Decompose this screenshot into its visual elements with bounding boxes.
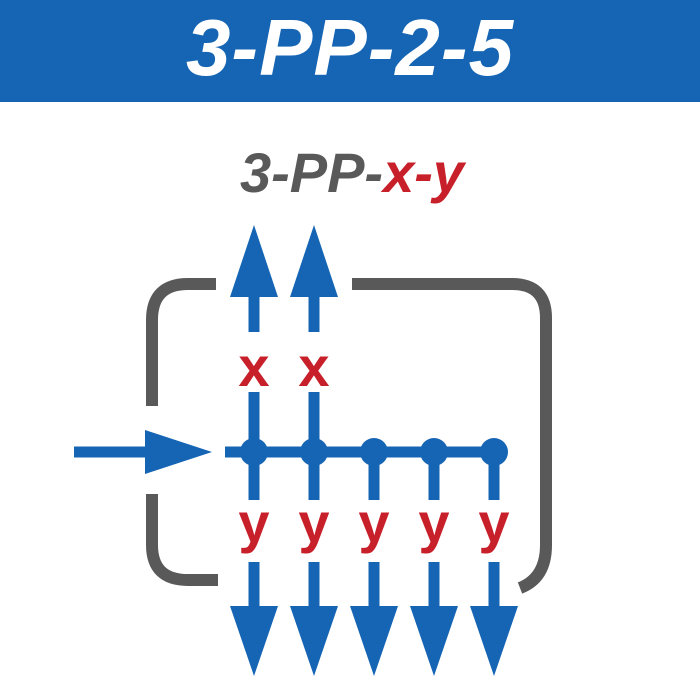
y-label-backing-2 [292, 500, 336, 562]
arrow-up-icon [290, 225, 338, 297]
formula-y: y [430, 141, 467, 204]
junctions [240, 438, 508, 466]
y-label-4: y [418, 491, 449, 554]
junction-dot-icon [300, 438, 328, 466]
y-output-5: y [470, 452, 518, 676]
housing-right-bracket [352, 278, 552, 594]
arrow-down-icon [410, 606, 458, 676]
arrow-down-icon [350, 606, 398, 676]
header-banner: 3-PP-2-5 [0, 0, 700, 102]
formula-prefix: 3-PP- [240, 141, 383, 204]
input-arrow-icon [74, 430, 212, 474]
y-label-2: y [298, 491, 329, 554]
y-label-1: y [238, 491, 269, 554]
formula-label: 3-PP-x-y [240, 141, 467, 204]
x-label-backing-2 [292, 332, 336, 392]
y-output-1: y [230, 452, 278, 676]
y-label-backing-5 [472, 500, 516, 562]
x-label-2: x [298, 335, 329, 398]
header-title: 3-PP-2-5 [185, 3, 515, 92]
x-label-1: x [238, 335, 269, 398]
arrow-down-icon [290, 606, 338, 676]
arrow-down-icon [470, 606, 518, 676]
y-output-2: y [290, 452, 338, 676]
y-output-3: y [350, 452, 398, 676]
input-arrow-head [145, 430, 212, 474]
y-label-backing-4 [412, 500, 456, 562]
x-label-backing-1 [232, 332, 276, 392]
y-label-3: y [358, 491, 389, 554]
formula-separator: - [414, 141, 433, 204]
y-label-backing-1 [232, 500, 276, 562]
arrow-up-icon [230, 225, 278, 297]
junction-dot-icon [420, 438, 448, 466]
housing-left-bracket [146, 278, 216, 406]
arrow-down-icon [230, 606, 278, 676]
formula-x: x [380, 141, 417, 204]
y-label-backing-3 [352, 500, 396, 562]
y-output-4: y [410, 452, 458, 676]
junction-dot-icon [360, 438, 388, 466]
y-label-5: y [478, 491, 509, 554]
junction-dot-icon [480, 438, 508, 466]
junction-dot-icon [240, 438, 268, 466]
housing-left-bracket-lower [146, 494, 218, 586]
